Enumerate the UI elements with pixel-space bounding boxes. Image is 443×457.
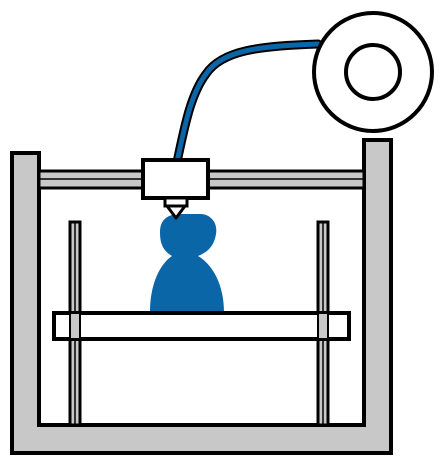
build-plate (52, 311, 351, 341)
printer-frame (10, 138, 393, 455)
frame-base (10, 423, 393, 455)
printed-object (150, 214, 224, 312)
nozzle (163, 196, 189, 220)
frame-right-post (362, 138, 393, 455)
frame-left-post (10, 151, 41, 455)
print-head (141, 158, 210, 200)
filament (172, 39, 323, 167)
filament-spool (312, 11, 434, 133)
